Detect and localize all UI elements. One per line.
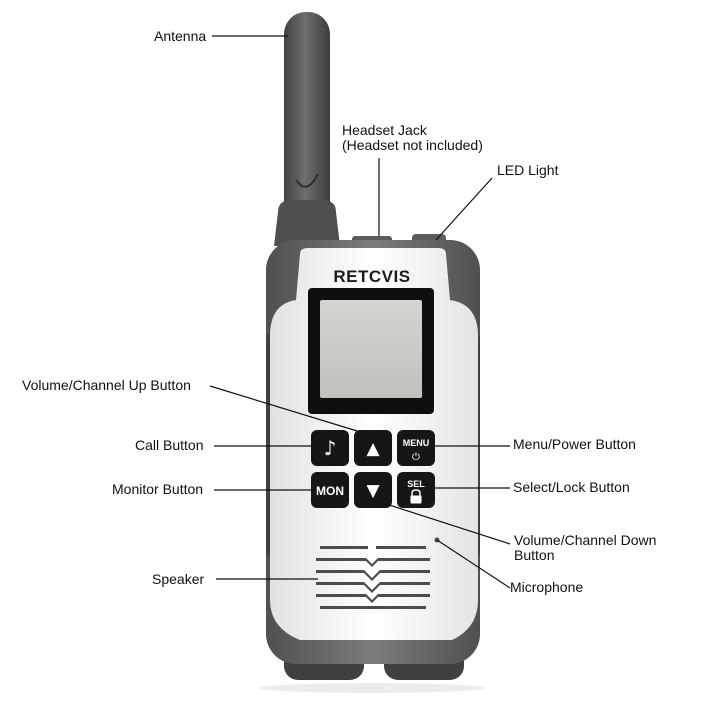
call-button[interactable]: ♪: [311, 430, 349, 466]
label-volume-down-line2: Button: [514, 547, 555, 563]
sel-label: SEL: [407, 479, 425, 489]
lock-icon: [410, 489, 422, 504]
speaker-grille: [316, 546, 430, 609]
label-select-lock: Select/Lock Button: [513, 479, 630, 495]
volume-up-button[interactable]: ▲: [354, 430, 392, 466]
label-headset-jack-line1: Headset Jack: [342, 122, 427, 138]
menu-power-button[interactable]: MENU ⏻: [397, 430, 435, 466]
label-speaker: Speaker: [152, 571, 205, 587]
label-headset-jack-line2: (Headset not included): [342, 137, 483, 153]
monitor-button[interactable]: MON: [311, 472, 349, 508]
brand-logo: RETCVIS: [333, 267, 410, 286]
triangle-up-icon: ▲: [366, 439, 380, 459]
label-led-light: LED Light: [497, 162, 559, 178]
triangle-down-icon: ▼: [366, 481, 380, 501]
label-volume-up: Volume/Channel Up Button: [22, 377, 191, 393]
menu-label: MENU: [403, 438, 430, 448]
label-microphone: Microphone: [510, 579, 584, 595]
label-headset-jack: Headset Jack (Headset not included): [342, 123, 483, 153]
select-lock-button[interactable]: SEL: [397, 472, 435, 508]
power-icon: ⏻: [412, 452, 420, 463]
lcd-display: [320, 300, 422, 398]
mon-label: MON: [316, 484, 344, 498]
logo-mark-icon: [295, 173, 319, 188]
music-note-icon: ♪: [324, 436, 337, 460]
label-menu-power: Menu/Power Button: [513, 436, 636, 452]
label-volume-down: Volume/Channel Down Button: [514, 533, 656, 563]
antenna: [274, 12, 340, 246]
label-antenna: Antenna: [154, 28, 207, 44]
leader-lines: [209, 35, 511, 589]
label-volume-down-line1: Volume/Channel Down: [514, 532, 657, 548]
label-call-button: Call Button: [135, 437, 204, 453]
volume-down-button[interactable]: ▼: [354, 472, 392, 508]
label-monitor-button: Monitor Button: [112, 481, 204, 497]
